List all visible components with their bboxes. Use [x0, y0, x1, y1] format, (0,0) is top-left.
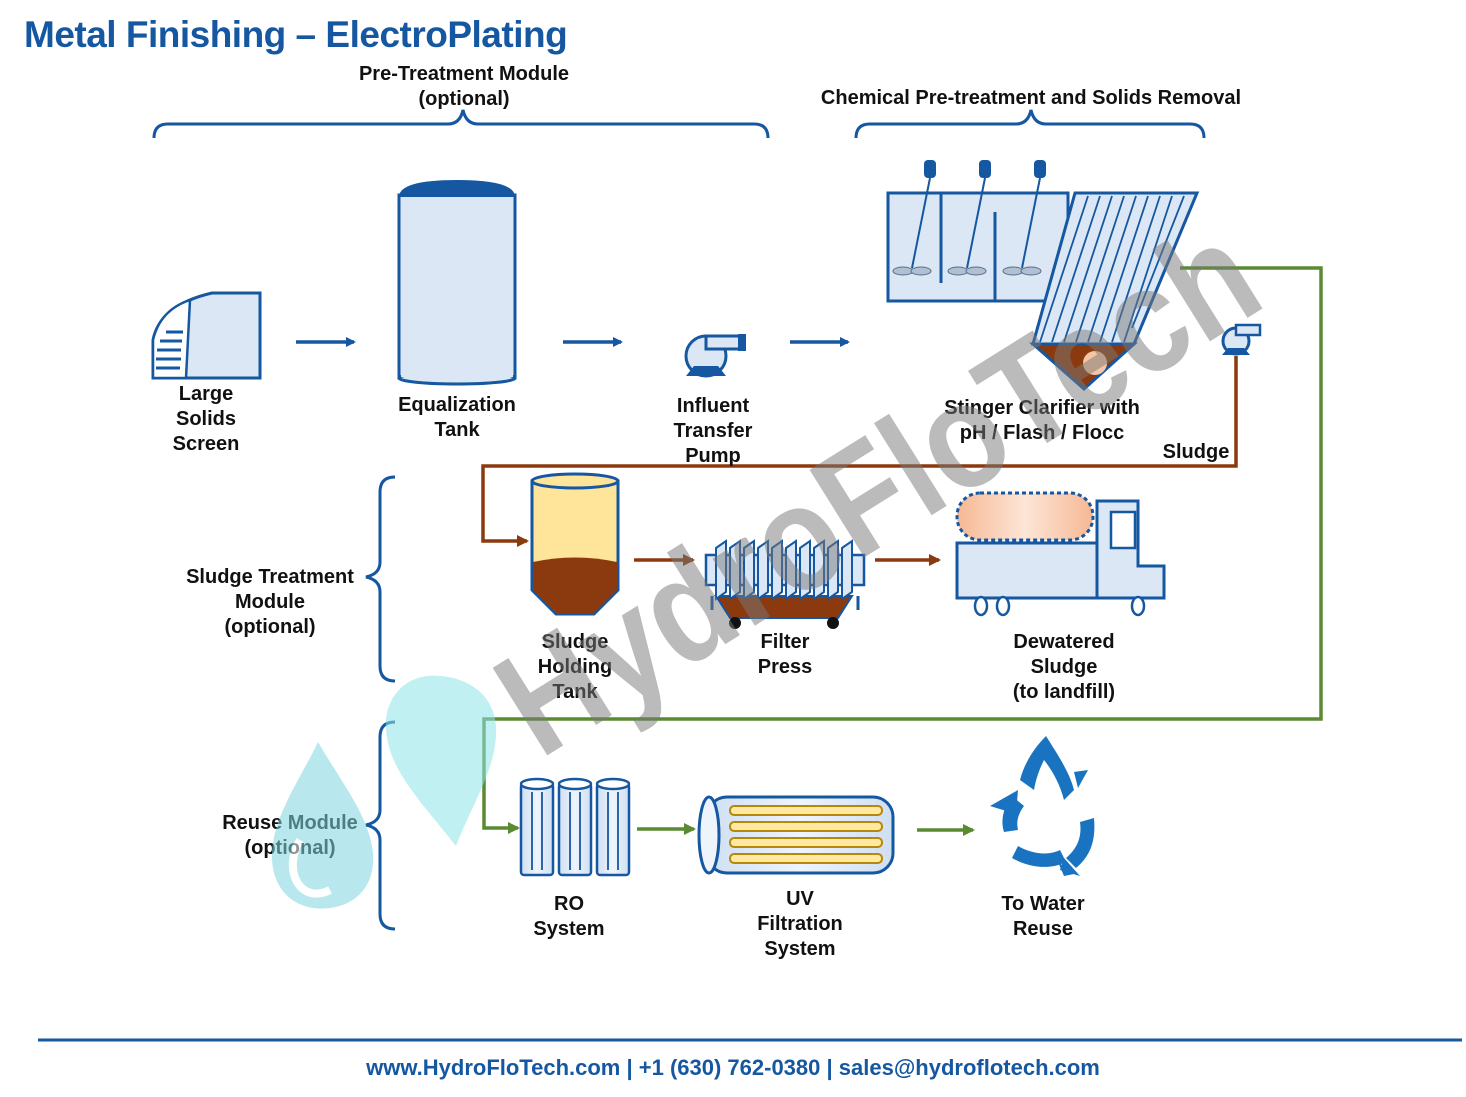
pump-label: Influent Transfer Pump — [673, 395, 753, 467]
dewatered-sludge-truck-icon — [955, 491, 1166, 617]
reuse-output-label: To Water Reuse — [1001, 893, 1085, 940]
sludge-brace — [365, 475, 396, 683]
filter-press-icon — [704, 539, 866, 629]
equalization-tank-icon — [397, 180, 517, 386]
filter-press-label: Filter Press — [757, 631, 813, 678]
sludge-line-label: Sludge — [1162, 441, 1230, 463]
chemical-brace — [854, 109, 1206, 139]
transfer-pump-icon — [684, 334, 746, 378]
ro-label: RO System — [533, 893, 605, 940]
sludge-module-label: Sludge Treatment Module (optional) — [186, 566, 354, 638]
dewatered-sludge-label: Dewatered Sludge (to landfill) — [1012, 631, 1116, 703]
uv-filtration-icon — [697, 795, 895, 875]
large-solids-screen-icon — [151, 291, 262, 380]
clarifier-label: Stinger Clarifier with pH / Flash / Floc… — [944, 397, 1140, 444]
footer-contact: www.HydroFloTech.com | +1 (630) 762-0380… — [366, 1055, 1100, 1080]
sludge-holding-tank-icon — [530, 472, 620, 616]
stinger-clarifier-icon — [886, 160, 1262, 392]
sludge-line — [481, 356, 1238, 566]
pretreatment-brace — [152, 109, 770, 139]
eq-tank-label: Equalization Tank — [398, 394, 516, 441]
screen-label: Large Solids Screen — [172, 383, 240, 455]
chemical-module-label: Chemical Pre-treatment and Solids Remova… — [820, 87, 1242, 109]
page-title: Metal Finishing – ElectroPlating — [24, 14, 568, 55]
holding-tank-label: Sludge Holding Tank — [537, 631, 613, 703]
reuse-module-label: Reuse Module (optional) — [222, 812, 358, 859]
ro-system-icon — [519, 777, 631, 877]
uv-label: UV Filtration System — [757, 888, 843, 960]
pretreatment-module-label: Pre-Treatment Module (optional) — [358, 63, 570, 110]
water-reuse-recycle-icon — [990, 736, 1095, 876]
